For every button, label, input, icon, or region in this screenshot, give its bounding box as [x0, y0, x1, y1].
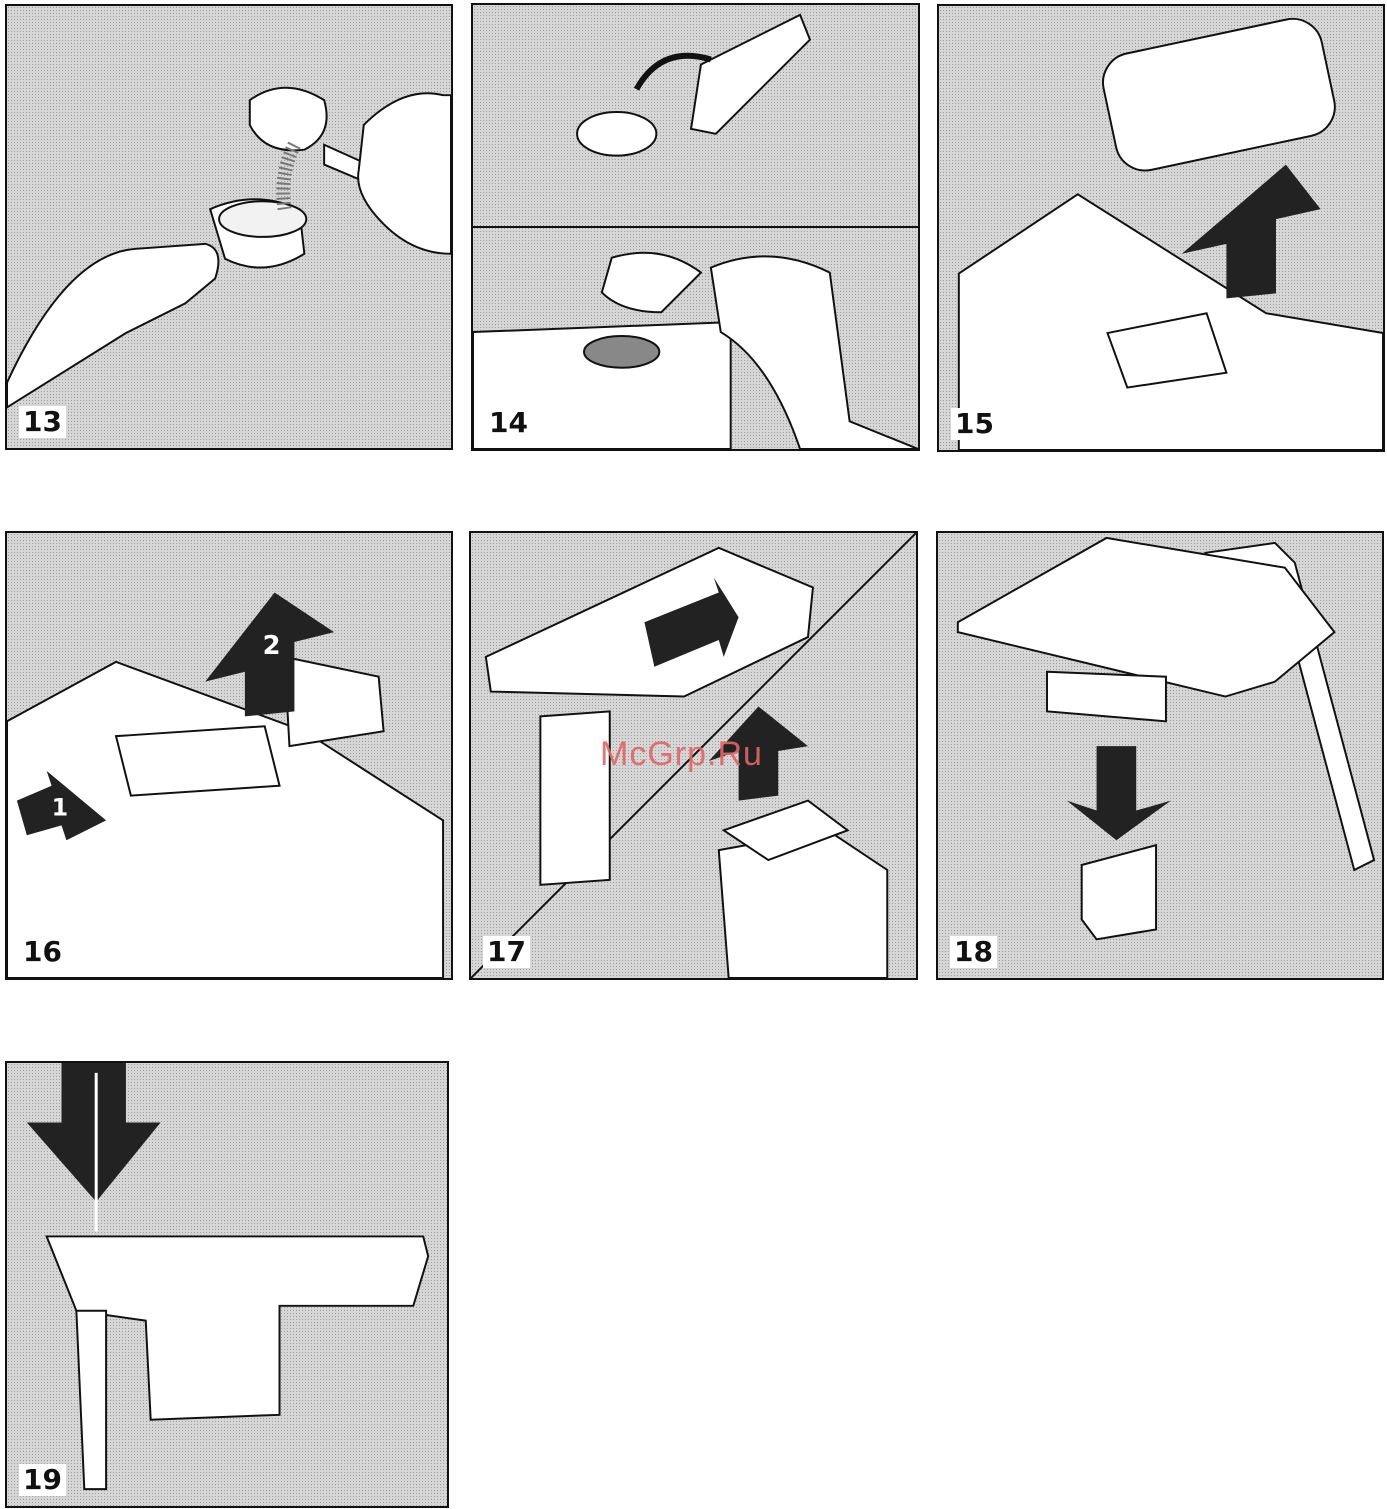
valve-pipe-icon: [76, 1311, 106, 1489]
filter-disc-icon: [584, 336, 659, 368]
arrow-label-2: 2: [263, 631, 281, 661]
tool-icon: [691, 15, 810, 134]
figure-number: 18: [950, 936, 997, 968]
figure-number: 16: [19, 936, 66, 968]
hand-icon: [7, 244, 218, 408]
figure-number: 19: [19, 1464, 66, 1496]
water-tank-icon: [285, 657, 384, 746]
filter-ring-icon: [577, 112, 656, 156]
figure-number: 15: [951, 408, 998, 440]
figure-number: 17: [483, 936, 530, 968]
illustration-16: 2 1: [7, 533, 451, 978]
water-tank-lid-icon: [1098, 13, 1341, 176]
illustration-18: [938, 533, 1382, 978]
figure-13: 13: [5, 4, 453, 450]
figure-14: 14: [471, 3, 920, 451]
illustration-13: [7, 6, 451, 448]
figure-15: 15: [937, 4, 1385, 452]
arrow-down-icon: [27, 1063, 161, 1202]
hand-icon: [358, 93, 451, 254]
figure-16: 2 1 16: [5, 531, 453, 980]
illustration-15: [939, 6, 1383, 450]
tank-cap-icon: [116, 726, 280, 795]
illustration-14: [473, 5, 918, 449]
hand-icon: [711, 256, 918, 449]
figure-number: 14: [485, 407, 532, 439]
valve-icon: [1082, 845, 1156, 939]
arrow-down-icon: [1067, 746, 1171, 840]
illustration-19: [7, 1063, 447, 1506]
figure-18: 18: [936, 531, 1384, 980]
tank-base-icon: [719, 830, 887, 978]
arrow-label-1: 1: [52, 793, 69, 821]
figure-19: 19: [5, 1061, 449, 1508]
figure-number: 13: [19, 406, 66, 438]
measuring-spoon-icon: [250, 88, 327, 151]
filter-basket-icon: [602, 253, 701, 312]
watermark: McGrp.Ru: [600, 735, 763, 774]
